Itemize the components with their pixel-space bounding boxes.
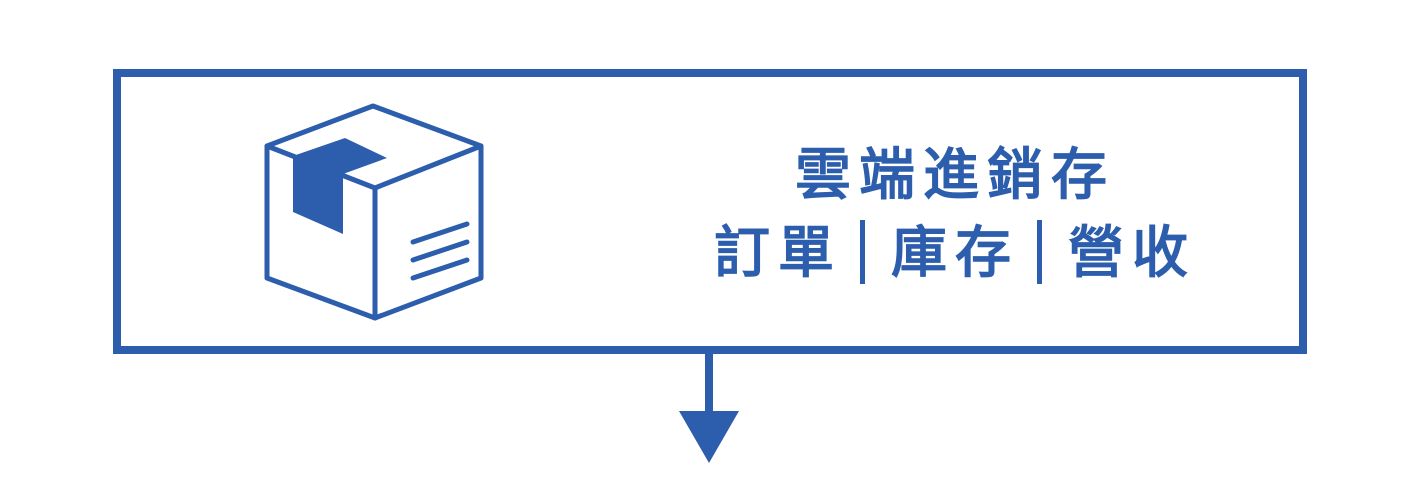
feature-orders: 訂單 — [714, 221, 842, 286]
feature-separator — [1037, 220, 1042, 284]
feature-inventory: 庫存 — [891, 221, 1019, 286]
title-block: 雲端進銷存 訂單庫存營收 — [670, 138, 1240, 294]
card-title: 雲端進銷存 — [795, 143, 1115, 208]
feature-separator — [860, 220, 865, 284]
feature-revenue: 營收 — [1068, 221, 1196, 286]
flow-connector-line — [705, 350, 713, 416]
package-box-icon — [264, 103, 484, 321]
feature-list: 訂單庫存營收 — [670, 214, 1240, 294]
arrow-down-icon — [679, 411, 739, 463]
